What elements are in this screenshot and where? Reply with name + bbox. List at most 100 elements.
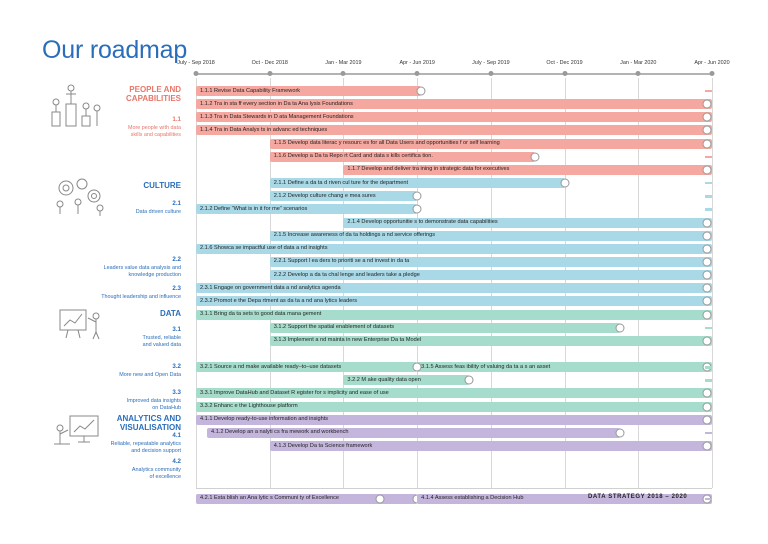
task-bar: 3.1.2 Support the spatial enablement of … — [269, 322, 620, 333]
task-label: 3.2.1 Source a nd make available ready–t… — [200, 363, 342, 370]
task-continuation-marker — [705, 208, 712, 211]
task-label: 3.1.2 Support the spatial enablement of … — [273, 324, 395, 331]
task-label: 3.1.3 Implement a nd mainta in new Enter… — [273, 337, 422, 344]
subgoal-text-line1: Leaders value data analysis and — [103, 265, 181, 271]
subgoal-description: More new and Open Data — [119, 372, 181, 379]
period-gridline — [638, 78, 640, 488]
milestone-marker — [702, 336, 712, 346]
footer-divider — [196, 488, 712, 489]
task-bar: 3.1.5 Assess feas ibility of valuing da … — [417, 362, 712, 373]
task-label: 2.3.2 Promot e the Depa rtment as da ta … — [200, 297, 358, 304]
subgoal-number: 3.3 — [172, 389, 181, 396]
task-label: 4.1.1 Develop ready-to-use information a… — [200, 416, 329, 423]
period-marker — [414, 71, 420, 76]
task-label: 3.2.2 M ake quality data open — [347, 376, 421, 383]
task-label: 4.2.1 Esta blish an Ana lytic s Communi … — [200, 495, 339, 502]
milestone-marker — [416, 86, 426, 96]
period-marker — [562, 71, 568, 76]
category-people-heading: PEOPLE AND CAPABILITIES — [126, 85, 181, 103]
task-label: 3.1.5 Assess feas ibility of valuing da … — [421, 363, 551, 370]
milestone-marker — [464, 375, 474, 385]
milestone-marker — [702, 402, 712, 412]
milestone-marker — [412, 204, 422, 214]
task-label: 2.2.2 Develop a da ta chal lenge and lea… — [273, 271, 420, 278]
task-label: 1.1.7 Develop and deliver tra ining in s… — [347, 166, 510, 173]
subgoal-number: 2.2 — [172, 256, 181, 263]
page-title: Our roadmap — [42, 36, 188, 64]
task-bar: 4.1.4 Assess establishing a Decision Hub — [417, 493, 712, 504]
task-bar: 2.2.1 Support l ea ders to prioriti se a… — [269, 256, 712, 267]
milestone-marker — [702, 244, 712, 254]
subgoal-text-line1: Analytics community — [131, 467, 181, 473]
task-bar: 3.1.3 Implement a nd mainta in new Enter… — [269, 335, 712, 346]
period-label: Oct - Dec 2019 — [546, 60, 583, 66]
period-marker — [635, 71, 641, 76]
subgoal-text-line2: and decision support — [131, 448, 181, 454]
category-analytics-heading: ANALYTICS AND VISUALISATION — [117, 414, 181, 432]
task-bar: 4.1.3 Develop Da ta Science framework — [269, 441, 712, 452]
subgoal-text-line2: knowledge production — [128, 272, 181, 278]
milestone-marker — [702, 270, 712, 280]
task-label: 2.1.2 Define “What is in it for me” scen… — [200, 205, 308, 212]
task-label: 1.1.1 Revise Data Capability Framework — [200, 87, 301, 94]
subgoal-text-line2: and valued data — [142, 342, 181, 348]
task-label: 1.1.4 Tra in Data Analys ts in advanc ed… — [200, 126, 328, 133]
subgoal-number: 3.2 — [172, 363, 181, 370]
period-gridline — [269, 78, 271, 488]
subgoal-number: 2.3 — [172, 285, 181, 292]
task-label: 1.1.2 Tra in sta ff every section in Da … — [200, 100, 353, 107]
task-bar: 3.2.2 M ake quality data open — [343, 375, 469, 386]
milestone-marker — [702, 231, 712, 241]
task-bar: 2.3.1 Engage on government data a nd ana… — [196, 283, 712, 294]
subgoal-description: Data driven culture — [136, 209, 181, 216]
subgoal-number: 4.1 — [172, 432, 181, 439]
task-bar: 2.1.2 Develop culture chang e mea sures — [269, 191, 418, 202]
task-continuation-marker — [705, 90, 712, 93]
task-bar: 1.1.7 Develop and deliver tra ining in s… — [343, 164, 712, 175]
presenter-chart-icon — [59, 309, 100, 340]
milestone-marker — [702, 283, 712, 293]
category-people-line2: CAPABILITIES — [126, 94, 181, 103]
period-label: Apr - Jun 2019 — [399, 60, 435, 66]
footer-label: DATA STRATEGY 2018 – 2020 — [588, 494, 688, 500]
task-bar: 3.1.1 Bring da ta sets to good data mana… — [196, 309, 712, 320]
period-gridline — [417, 78, 419, 488]
subgoal-text-line2: on DataHub — [152, 405, 181, 411]
milestone-marker — [702, 139, 712, 149]
milestone-marker — [560, 178, 570, 188]
milestone-marker — [615, 428, 625, 438]
task-bar: 2.1.6 Showca se impactful use of data a … — [196, 243, 712, 254]
period-marker — [709, 71, 715, 76]
task-label: 3.1.1 Bring da ta sets to good data mana… — [200, 311, 322, 318]
subgoal-text-line1: Reliable, repeatable analytics — [110, 441, 181, 447]
task-continuation-marker — [705, 497, 712, 501]
task-bar: 4.2.1 Esta blish an Ana lytic s Communi … — [196, 493, 381, 504]
period-gridline — [712, 78, 713, 488]
category-people-line1: PEOPLE AND — [129, 85, 181, 94]
task-continuation-marker — [705, 326, 712, 330]
task-label: 3.3.1 Improve DataHub and Dataset R egis… — [200, 389, 389, 396]
task-continuation-marker — [705, 195, 712, 198]
task-label: 2.2.1 Support l ea ders to prioriti se a… — [273, 258, 410, 265]
milestone-marker — [702, 99, 712, 109]
task-label: 4.1.4 Assess establishing a Decision Hub — [421, 495, 524, 502]
task-label: 2.1.1 Define a da ta d riven cul ture fo… — [273, 179, 409, 186]
milestone-marker — [702, 218, 712, 227]
task-bar: 1.1.1 Revise Data Capability Framework — [196, 86, 421, 96]
milestone-marker — [412, 362, 422, 372]
period-marker — [193, 71, 199, 76]
task-continuation-marker — [705, 379, 712, 382]
people-figures-icon — [51, 84, 101, 127]
milestone-marker — [702, 112, 712, 122]
task-bar: 4.1.2 Develop an a nalyti cs fra mework … — [207, 427, 620, 438]
task-continuation-marker — [705, 155, 712, 159]
milestone-marker — [375, 494, 385, 504]
period-label: Oct - Dec 2018 — [251, 60, 288, 66]
subgoal-text-line2: of excellence — [149, 474, 181, 480]
task-bar: 2.2.2 Develop a da ta chal lenge and lea… — [269, 270, 712, 281]
task-bar: 1.1.5 Develop data literac y resourc es … — [269, 138, 712, 149]
